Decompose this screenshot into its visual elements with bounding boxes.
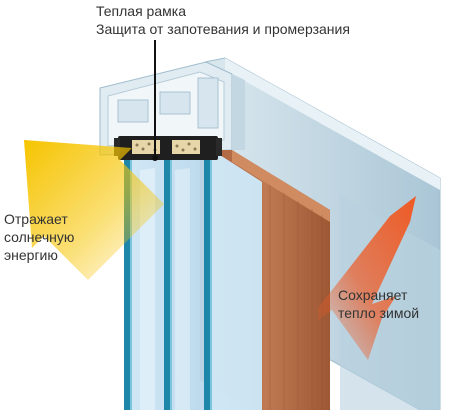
- reflects-line-2: солнечную: [4, 229, 75, 245]
- keeps-heat-line-2: тепло зимой: [338, 305, 420, 321]
- reflects-line-3: энергию: [4, 247, 58, 263]
- triple-glazing: [124, 150, 262, 410]
- warm-frame-spacers: [114, 136, 222, 160]
- sun-reflection-arrow: [24, 140, 164, 280]
- keeps-heat-line-1: Сохраняет: [338, 287, 408, 303]
- reflects-sun-label: Отражает солнечную энергию: [4, 210, 74, 264]
- warm-frame-label: Теплая рамка Защита от запотевания и про…: [96, 2, 350, 38]
- heat-retention-arrow: [318, 196, 416, 360]
- keeps-heat-label: Сохраняет тепло зимой: [338, 286, 419, 322]
- warm-frame-leader: [152, 40, 158, 161]
- warm-frame-description: Защита от запотевания и промерзания: [96, 21, 350, 37]
- warm-frame-title: Теплая рамка: [96, 3, 186, 19]
- reflects-line-1: Отражает: [4, 211, 68, 227]
